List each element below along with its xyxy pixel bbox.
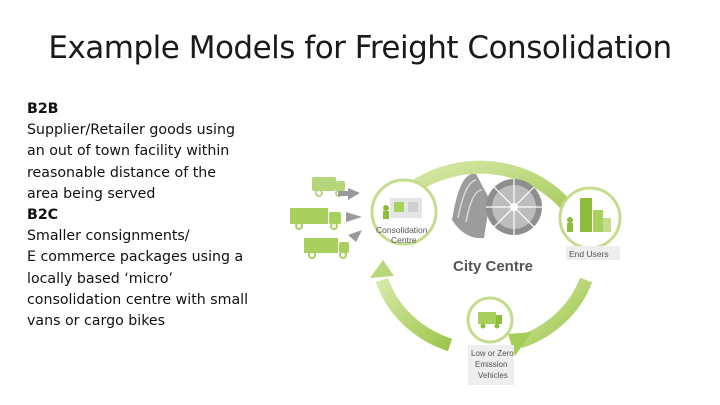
b2b-line-1: Supplier/Retailer goods using xyxy=(27,122,235,139)
arrow-into-centre-1 xyxy=(348,188,360,200)
b2c-line-2: E commerce packages using a xyxy=(27,249,244,266)
vehicles-label-3: Vehicles xyxy=(478,371,508,380)
low-emission-vehicles-node: Low or Zero Emission Vehicles xyxy=(466,296,514,385)
left-arrowhead xyxy=(370,260,394,278)
electric-van-icon xyxy=(478,312,496,324)
consolidation-centre-node: Consolidation Centre xyxy=(370,178,438,246)
person-icon xyxy=(567,217,573,223)
left-arc-arrow xyxy=(375,277,453,352)
b2b-line-4: area being served xyxy=(27,185,156,202)
b2c-heading: B2C xyxy=(27,207,59,224)
worker-icon xyxy=(383,205,389,211)
slide-title: Example Models for Freight Consolidation xyxy=(48,30,672,66)
building-icon xyxy=(580,198,592,232)
city-centre-label: City Centre xyxy=(453,258,533,275)
b2c-line-1: Smaller consignments/ xyxy=(27,228,190,245)
ferris-wheel-icon xyxy=(486,179,542,235)
vehicles-label-1: Low or Zero xyxy=(471,349,514,358)
consolidation-label-1: Consolidation xyxy=(376,225,428,235)
end-users-label: End Users xyxy=(569,249,609,259)
b2b-line-3: reasonable distance of the xyxy=(27,164,216,181)
right-arc-arrow xyxy=(517,277,593,349)
b2b-heading: B2B xyxy=(27,101,59,117)
body-text: B2B Supplier/Retailer goods using an out… xyxy=(27,99,267,332)
b2c-line-4: consolidation centre with small xyxy=(27,291,249,308)
freight-consolidation-diagram: Consolidation Centre City Centre End Use… xyxy=(290,160,622,385)
b2c-line-5: vans or cargo bikes xyxy=(27,313,166,330)
consolidation-label-2: Centre xyxy=(391,235,417,245)
b2b-line-2: an out of town facility within xyxy=(27,143,230,160)
lorry-icon-1 xyxy=(290,208,341,230)
end-users-node: End Users xyxy=(558,186,622,260)
inbound-arrows xyxy=(338,188,362,242)
city-buildings-icon xyxy=(452,173,490,239)
lorry-icon-2 xyxy=(304,238,349,259)
b2c-line-3: locally based ‘micro’ xyxy=(27,270,174,287)
vehicles-label-2: Emission xyxy=(475,360,507,369)
